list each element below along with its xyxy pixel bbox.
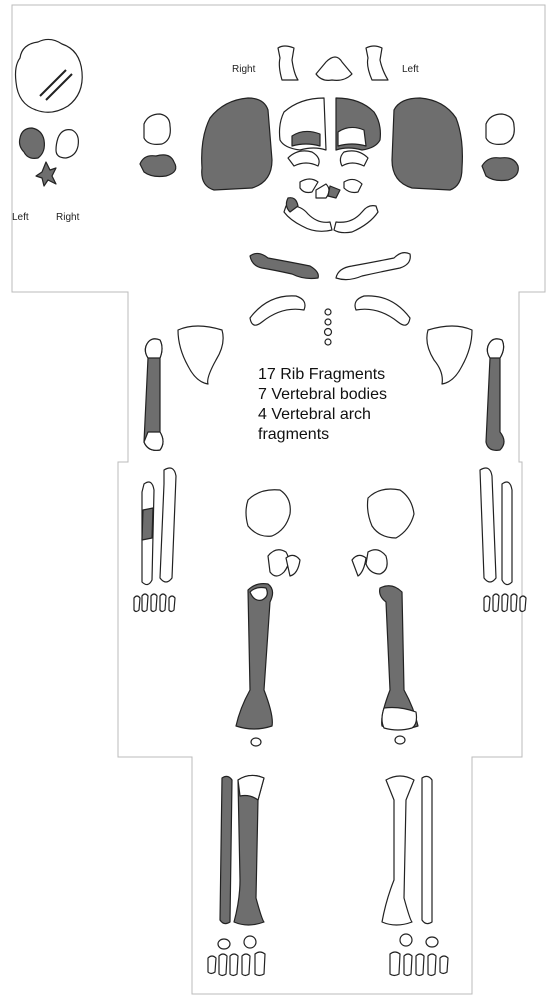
lower-leg-right bbox=[220, 775, 264, 925]
hand-right bbox=[134, 594, 175, 612]
ischium-pubis bbox=[268, 550, 387, 576]
orbit-arches bbox=[288, 151, 368, 166]
nasal-bones bbox=[278, 46, 388, 80]
ear-left-label: Left bbox=[12, 212, 29, 223]
parietal-left bbox=[392, 98, 462, 190]
inventory-vertebral-bodies: 7 Vertebral bodies bbox=[258, 385, 458, 405]
hand-left bbox=[484, 594, 526, 612]
temporal-bones bbox=[20, 128, 79, 186]
inventory-vertebral-arch: 4 Vertebral arch bbox=[258, 405, 458, 425]
foot-right bbox=[208, 936, 265, 976]
clavicle-left bbox=[336, 253, 410, 280]
inventory-list: 17 Rib Fragments 7 Vertebral bodies 4 Ve… bbox=[258, 365, 458, 445]
clavicle-right bbox=[250, 253, 318, 278]
frontal-right bbox=[280, 98, 327, 150]
patellae bbox=[251, 736, 405, 746]
squamous-temporal-right bbox=[140, 114, 176, 177]
humerus-left bbox=[486, 339, 504, 450]
forearm-left bbox=[480, 468, 512, 585]
cranial-vault bbox=[16, 39, 83, 112]
squamous-temporal-left bbox=[482, 114, 518, 181]
parietal-right bbox=[202, 98, 272, 190]
ear-right-label: Right bbox=[56, 212, 79, 223]
ilium-right bbox=[246, 490, 290, 537]
inventory-fragments: fragments bbox=[258, 425, 458, 445]
frontal-left bbox=[336, 98, 380, 150]
femur-right bbox=[236, 584, 273, 729]
humerus-right bbox=[144, 339, 163, 450]
cranial-right-label: Right bbox=[232, 64, 255, 75]
scapula-right bbox=[178, 326, 223, 384]
inventory-rib-fragments: 17 Rib Fragments bbox=[258, 365, 458, 385]
zygomatic-maxilla bbox=[300, 179, 362, 198]
cranial-left-label: Left bbox=[402, 64, 419, 75]
sternebrae bbox=[325, 309, 332, 345]
ilium-left bbox=[368, 489, 415, 538]
femur-left bbox=[380, 586, 418, 730]
foot-left bbox=[390, 934, 448, 976]
lower-leg-left bbox=[382, 776, 432, 925]
mandible bbox=[284, 198, 378, 233]
forearm-right bbox=[142, 468, 176, 585]
